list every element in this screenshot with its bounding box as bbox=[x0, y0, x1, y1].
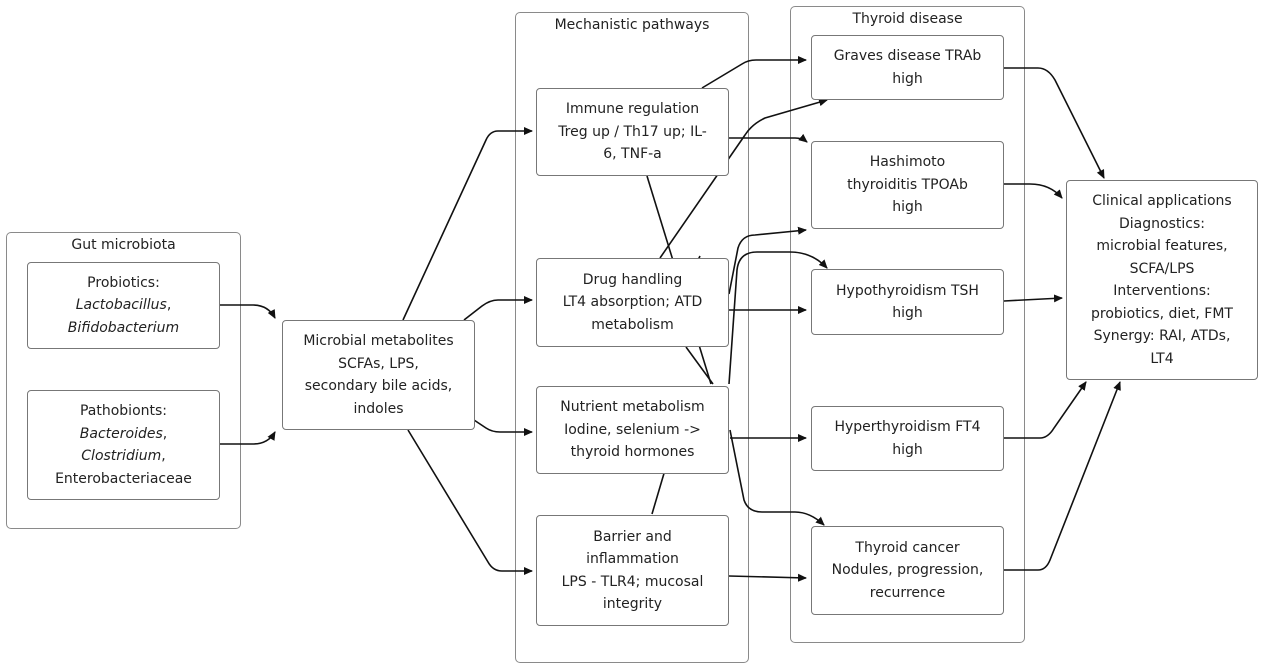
genus-italic: Bifidobacterium bbox=[67, 319, 180, 336]
node-clinical-applications[interactable]: Clinical applications Diagnostics: micro… bbox=[1066, 180, 1258, 380]
node-line: Microbial metabolites bbox=[303, 333, 454, 349]
node-line: Enterobacteriaceae bbox=[55, 470, 192, 487]
node-line: high bbox=[892, 70, 923, 87]
node-line: SCFAs, LPS, bbox=[338, 355, 419, 372]
node-line: high bbox=[892, 441, 923, 458]
node-thyroid-cancer[interactable]: Thyroid cancer Nodules, progression, rec… bbox=[811, 526, 1004, 615]
node-hypothyroidism[interactable]: Hypothyroidism TSH high bbox=[811, 269, 1004, 335]
group-title: Thyroid disease bbox=[852, 11, 963, 27]
node-line: Treg up / Th17 up; IL- bbox=[558, 123, 707, 140]
genus-italic: Clostridium bbox=[81, 448, 162, 464]
node-line: inflammation bbox=[586, 551, 679, 567]
node-probiotics[interactable]: Probiotics: Lactobacillus, Bifidobacteri… bbox=[27, 262, 220, 349]
node-line: Immune regulation bbox=[565, 101, 700, 118]
node-line: secondary bile acids, bbox=[304, 378, 453, 394]
node-line: thyroiditis TPOAb bbox=[847, 176, 968, 193]
node-line: high bbox=[892, 305, 923, 321]
node-line: Hyperthyroidism FT4 bbox=[834, 419, 981, 435]
edge-metabolites-immune bbox=[402, 127, 533, 321]
node-line: LT4 bbox=[1150, 350, 1174, 367]
node-pathobionts[interactable]: Pathobionts: Bacteroides, Clostridium, E… bbox=[27, 390, 220, 500]
edge-metabolites-barrier bbox=[407, 429, 533, 575]
node-drug-handling[interactable]: Drug handling LT4 absorption; ATD metabo… bbox=[536, 258, 729, 347]
node-line: indoles bbox=[353, 400, 404, 417]
node-line: Pathobionts: bbox=[79, 403, 168, 419]
group-title: Gut microbiota bbox=[71, 237, 176, 253]
node-line: recurrence bbox=[869, 584, 946, 601]
node-line: metabolism bbox=[591, 316, 674, 333]
node-line: integrity bbox=[602, 596, 663, 612]
node-line: Probiotics: bbox=[87, 274, 160, 291]
node-line: Hypothyroidism TSH bbox=[836, 282, 979, 299]
node-line: 6, TNF-a bbox=[603, 146, 662, 163]
node-line: Graves disease TRAb bbox=[833, 48, 982, 64]
genus-italic: Bacteroides bbox=[79, 425, 163, 442]
node-barrier-inflammation[interactable]: Barrier and inflammation LPS - TLR4; muc… bbox=[536, 515, 729, 626]
node-microbial-metabolites[interactable]: Microbial metabolites SCFAs, LPS, second… bbox=[282, 320, 475, 430]
node-nutrient-metabolism[interactable]: Nutrient metabolism Iodine, selenium -> … bbox=[536, 386, 729, 474]
node-line: Nodules, progression, bbox=[831, 562, 984, 579]
node-line: Barrier and bbox=[593, 528, 672, 545]
node-line: Nutrient metabolism bbox=[560, 399, 705, 416]
node-line: thyroid hormones bbox=[570, 444, 695, 461]
node-line: Thyroid cancer bbox=[855, 539, 960, 556]
group-title: Mechanistic pathways bbox=[554, 17, 710, 33]
node-line: microbial features, bbox=[1096, 238, 1228, 254]
node-line: Synergy: RAI, ATDs, bbox=[1093, 328, 1231, 344]
node-line: probiotics, diet, FMT bbox=[1091, 305, 1233, 322]
node-line: high bbox=[892, 199, 923, 216]
separator: , bbox=[162, 425, 168, 442]
node-line: LT4 absorption; ATD bbox=[562, 294, 703, 311]
node-line: Clinical applications bbox=[1092, 193, 1232, 209]
node-line: SCFA/LPS bbox=[1129, 260, 1195, 277]
node-line: LPS - TLR4; mucosal bbox=[561, 573, 704, 590]
separator: , bbox=[166, 297, 172, 314]
node-line: Diagnostics: bbox=[1119, 215, 1205, 232]
node-line: Hashimoto bbox=[869, 154, 946, 171]
genus-italic: Lactobacillus bbox=[75, 297, 167, 314]
node-hyperthyroidism[interactable]: Hyperthyroidism FT4 high bbox=[811, 406, 1004, 471]
node-graves-disease[interactable]: Graves disease TRAb high bbox=[811, 35, 1004, 100]
node-line: Interventions: bbox=[1113, 283, 1211, 299]
separator: , bbox=[161, 448, 166, 464]
node-line: Iodine, selenium -> bbox=[564, 421, 701, 438]
node-immune-regulation[interactable]: Immune regulation Treg up / Th17 up; IL-… bbox=[536, 88, 729, 176]
node-line: Drug handling bbox=[582, 271, 683, 288]
node-hashimoto-thyroiditis[interactable]: Hashimoto thyroiditis TPOAb high bbox=[811, 141, 1004, 229]
